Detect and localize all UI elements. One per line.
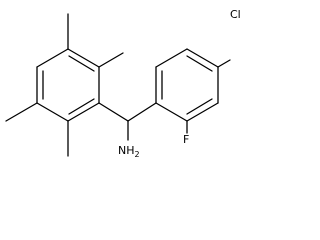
bond-l1 bbox=[67, 48, 100, 68]
bond-r5-inner bbox=[186, 98, 213, 115]
right-ring bbox=[155, 48, 219, 122]
bond-r2 bbox=[155, 48, 188, 68]
bond-r6 bbox=[155, 102, 188, 122]
methyl-left bbox=[5, 102, 38, 122]
chemical-structure-diagram: Cl F NH2 bbox=[5, 8, 241, 159]
halogen-bonds bbox=[186, 59, 231, 134]
structure-canvas: Cl F NH2 bbox=[5, 8, 241, 159]
bond-r3 bbox=[186, 48, 219, 68]
methyl-top-right bbox=[98, 52, 124, 68]
central-carbon bbox=[98, 102, 157, 141]
chlorine-label: Cl bbox=[230, 8, 241, 21]
bond-l4 bbox=[36, 102, 69, 122]
bond-ch-to-right-ring bbox=[127, 102, 157, 122]
methyl-groups bbox=[5, 13, 124, 157]
bond-l5-inner bbox=[68, 98, 95, 115]
bond-l1-inner bbox=[68, 55, 95, 72]
amine-label-subscript: 2 bbox=[135, 150, 140, 159]
bond-l5 bbox=[67, 102, 100, 122]
bond-to-cl bbox=[217, 59, 231, 68]
bond-left-ring-to-ch bbox=[98, 102, 129, 122]
bond-r5 bbox=[186, 102, 219, 122]
left-ring bbox=[36, 48, 100, 122]
bond-r3-inner bbox=[186, 55, 213, 72]
fluorine-label: F bbox=[183, 133, 189, 146]
amine-label: NH2 bbox=[118, 144, 140, 159]
amine-label-nh: NH bbox=[118, 144, 135, 157]
bond-l2 bbox=[36, 48, 69, 68]
